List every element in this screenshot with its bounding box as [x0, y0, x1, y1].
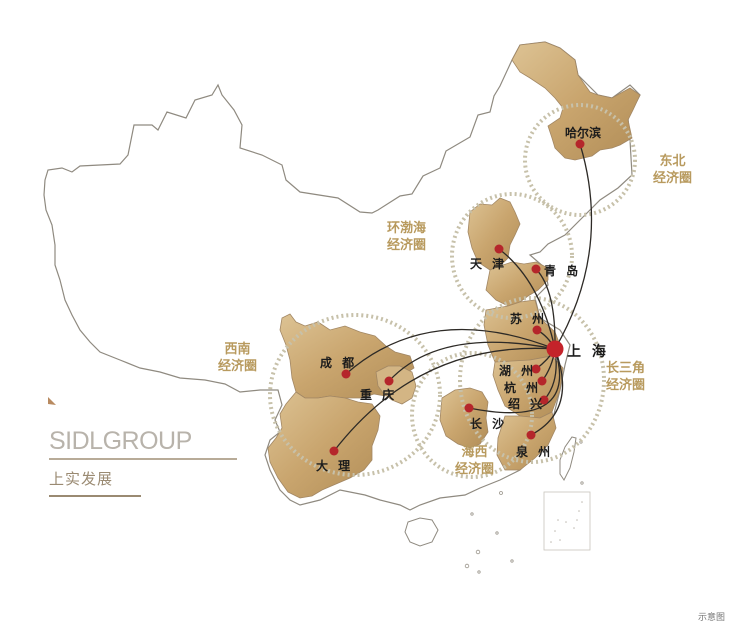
dot-shaoxing	[539, 395, 549, 405]
taiwan-outline	[559, 436, 577, 481]
region-label-line1: 环渤海	[387, 221, 427, 236]
ring-haixi	[410, 351, 534, 479]
brand-divider-long	[49, 458, 237, 460]
route-dali	[333, 347, 556, 452]
region-label-haixi: 海西 经济圈	[455, 444, 494, 478]
dot-dali	[329, 446, 339, 456]
brand-chinese: 上实发展	[49, 470, 114, 488]
region-label-line1: 长三角	[606, 361, 646, 376]
city-dots	[329, 139, 585, 456]
ring-xinan	[268, 313, 442, 477]
ring-changsanjiao	[458, 296, 606, 464]
ring-huanbohai	[450, 192, 574, 320]
dot-huzhou	[531, 364, 541, 374]
dot-suzhou	[532, 325, 542, 335]
region-label-line2: 经济圈	[387, 238, 427, 253]
dot-changsha	[464, 403, 474, 413]
ring-dongbei	[523, 103, 637, 217]
region-label-line1: 西南	[224, 342, 251, 357]
brand-english: SIDLGROUP	[49, 427, 192, 455]
dot-chongqing	[384, 376, 394, 386]
region-label-dongbei: 东北 经济圈	[653, 153, 692, 187]
region-label-line1: 海西	[461, 445, 488, 460]
route-qingdao	[535, 268, 556, 350]
route-chengdu	[345, 328, 556, 375]
region-label-line2: 经济圈	[455, 462, 495, 477]
decor-triangle	[48, 397, 56, 405]
region-label-line2: 经济圈	[653, 171, 693, 186]
dot-tianjin	[494, 244, 504, 254]
city-label-tianjin: 天 津	[470, 257, 508, 271]
china-outline	[43, 41, 641, 511]
province-chongqing	[375, 365, 417, 405]
region-label-line2: 经济圈	[606, 378, 646, 393]
route-harbin	[554, 143, 593, 350]
schematic-note: 示意图	[698, 613, 726, 623]
city-label-dali: 大 理	[316, 459, 354, 473]
city-label-huzhou: 湖 州	[499, 364, 537, 378]
city-label-suzhou: 苏 州	[510, 312, 548, 326]
dot-chengdu	[341, 369, 351, 379]
dot-qingdao	[531, 264, 541, 274]
city-label-changsha: 长 沙	[470, 417, 508, 431]
city-label-qingdao: 青 岛	[544, 264, 582, 278]
city-label-shaoxing: 绍 兴	[508, 397, 546, 411]
route-quanzhou	[530, 348, 564, 436]
province-yunnan	[267, 391, 381, 499]
inset-dashes	[550, 501, 583, 543]
hub-label-shanghai: 上 海	[567, 344, 609, 360]
region-label-line1: 东北	[659, 154, 686, 169]
brand-divider-short	[49, 495, 141, 497]
region-label-line2: 经济圈	[218, 359, 258, 374]
hub-dot-shanghai	[546, 340, 564, 358]
dot-hangzhou	[537, 376, 547, 386]
region-label-huanbohai: 环渤海 经济圈	[387, 220, 426, 254]
city-label-chongqing: 重 庆	[360, 388, 398, 402]
region-label-changsanjiao: 长三角 经济圈	[606, 360, 645, 394]
city-label-quanzhou: 泉 州	[516, 445, 554, 459]
route-tianjin	[498, 248, 556, 350]
province-hebei	[467, 197, 521, 271]
city-label-chengdu: 成 都	[320, 356, 358, 370]
city-label-hangzhou: 杭 州	[504, 381, 542, 395]
dot-harbin	[575, 139, 585, 149]
route-chongqing	[388, 341, 556, 382]
city-label-harbin: 哈尔滨	[565, 126, 602, 140]
hainan-outline	[404, 517, 439, 547]
dot-quanzhou	[526, 430, 536, 440]
region-label-xinan: 西南 经济圈	[218, 341, 257, 375]
